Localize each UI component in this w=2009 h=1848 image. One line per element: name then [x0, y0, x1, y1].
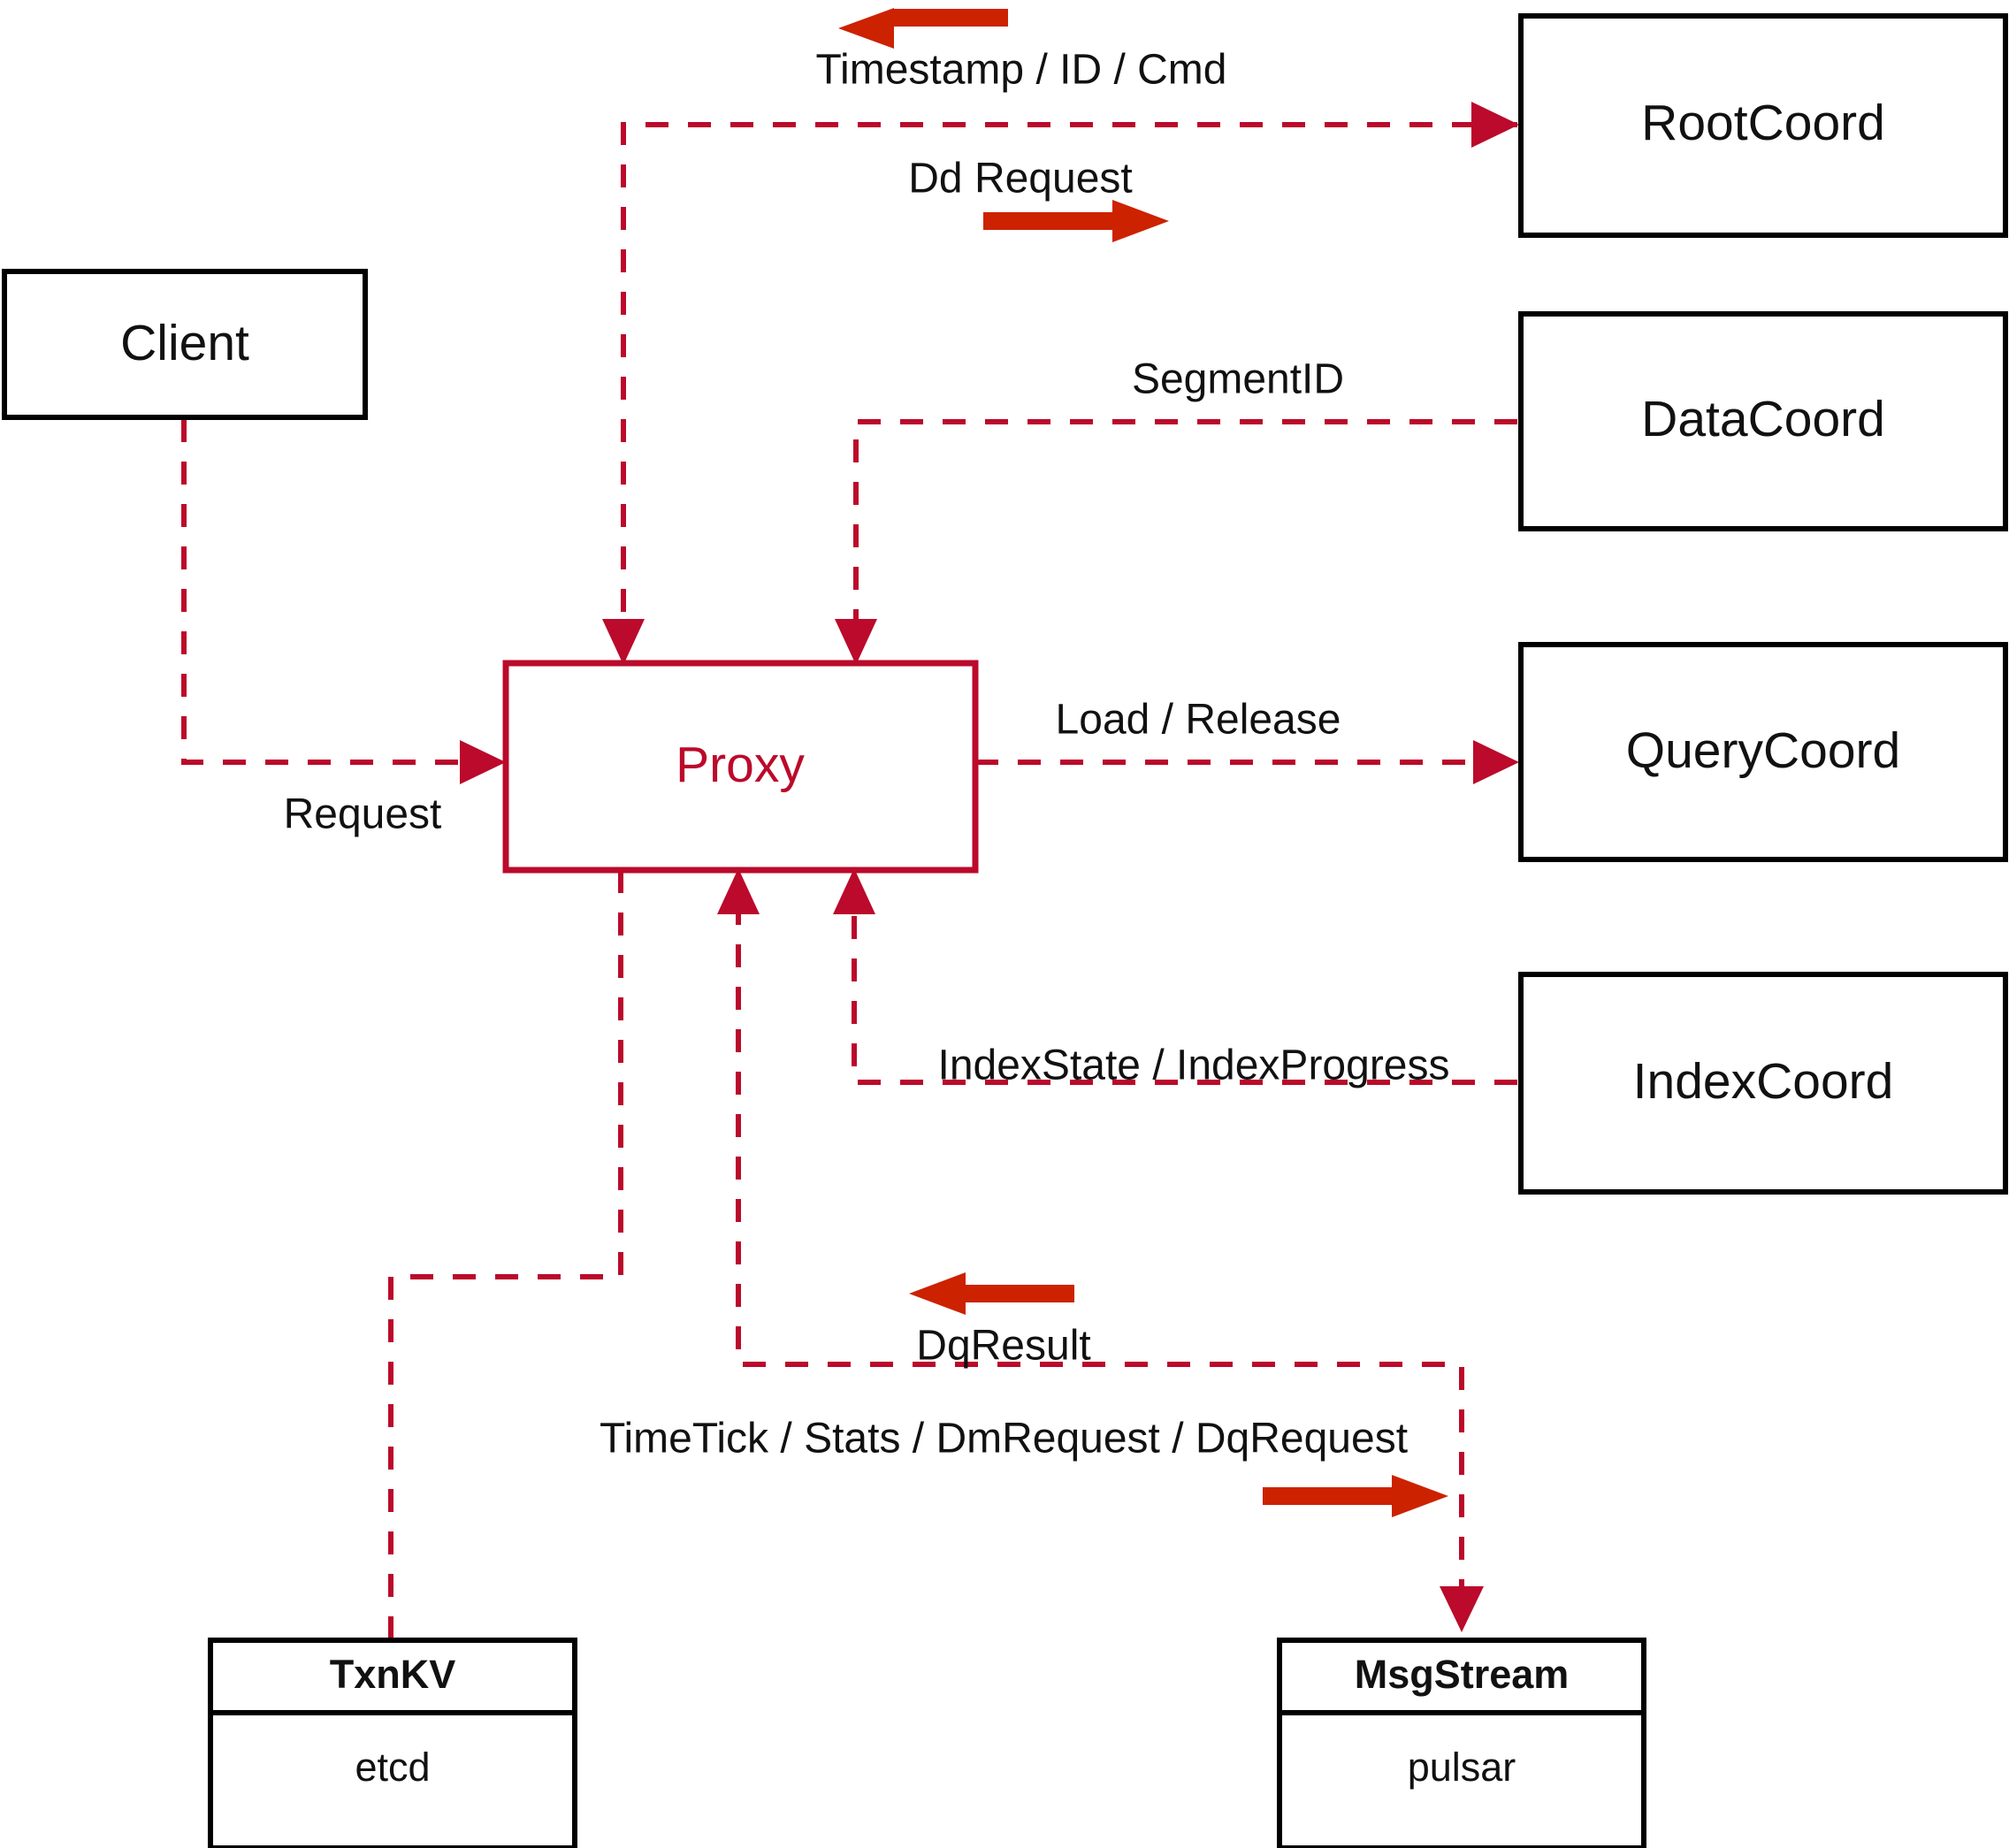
edge-load-release-arrowhead — [1473, 740, 1519, 784]
edge-label-dq-result: DqResult — [916, 1323, 1090, 1370]
edge-label-dd-request: Dd Request — [908, 156, 1132, 202]
edge-index-state-progress-arrowhead — [833, 868, 875, 914]
node-txnkv[interactable]: TxnKV etcd — [208, 1638, 577, 1848]
flow-arrow-dqresult-left — [909, 1272, 1074, 1315]
edge-label-request: Request — [284, 791, 442, 838]
node-query-coord-box[interactable] — [1518, 642, 2008, 862]
node-client[interactable]: Client — [2, 269, 368, 420]
node-msgstream-impl: pulsar — [1408, 1745, 1516, 1790]
node-root-coord-label: RootCoord — [1641, 95, 1885, 151]
edge-segment-id — [835, 419, 1517, 665]
edge-proxy-msgstream — [717, 868, 1484, 1632]
flow-arrow-timestamp-left — [838, 8, 1008, 49]
edge-dd-request-arrowhead — [1471, 102, 1519, 148]
node-query-coord[interactable]: QueryCoord — [1518, 642, 2008, 862]
node-txnkv-title: TxnKV — [330, 1652, 456, 1697]
edge-request-arrowhead — [460, 740, 506, 784]
edge-label-segment-id: SegmentID — [1132, 356, 1344, 403]
edge-label-load-release: Load / Release — [1056, 697, 1341, 744]
edge-label-timetick-stats: TimeTick / Stats / DmRequest / DqRequest — [600, 1416, 1408, 1462]
flow-arrow-timetick-right — [1263, 1475, 1448, 1517]
node-query-coord-label: QueryCoord — [1626, 722, 1900, 779]
node-msgstream-box[interactable] — [1277, 1638, 1646, 1848]
node-txnkv-box[interactable] — [208, 1638, 577, 1848]
edge-timestamp-id-cmd — [602, 122, 1517, 665]
node-root-coord-box[interactable] — [1518, 13, 2008, 238]
edge-proxy-msgstream-up-arrowhead — [717, 868, 760, 914]
node-index-coord-label: IndexCoord — [1633, 1053, 1894, 1110]
node-msgstream[interactable]: MsgStream pulsar — [1277, 1638, 1646, 1848]
flow-arrow-dd-request-right — [983, 200, 1169, 242]
node-proxy[interactable]: Proxy — [502, 660, 979, 874]
node-index-coord-box[interactable] — [1518, 972, 2008, 1195]
edge-proxy-msgstream-down-arrowhead — [1440, 1586, 1484, 1632]
node-client-box[interactable] — [2, 269, 368, 420]
edge-label-timestamp-id-cmd: Timestamp / ID / Cmd — [816, 47, 1227, 94]
node-data-coord-box[interactable] — [1518, 311, 2008, 531]
edge-index-state-progress — [833, 868, 1517, 1085]
edge-index-state-progress-path — [852, 902, 1517, 1085]
node-data-coord-label: DataCoord — [1641, 391, 1885, 447]
edge-segment-id-arrowhead — [835, 619, 877, 665]
node-data-coord[interactable]: DataCoord — [1518, 311, 2008, 531]
edge-request-path — [181, 419, 472, 765]
edge-load-release — [975, 740, 1519, 784]
node-proxy-label: Proxy — [676, 737, 805, 793]
node-txnkv-impl: etcd — [355, 1745, 430, 1790]
edge-segment-id-path — [853, 419, 1517, 632]
node-root-coord[interactable]: RootCoord — [1518, 13, 2008, 238]
edge-proxy-msgstream-path — [736, 902, 1464, 1592]
node-index-coord[interactable]: IndexCoord — [1518, 972, 2008, 1195]
edge-proxy-txnkv-path — [388, 870, 623, 1643]
node-client-label: Client — [120, 315, 249, 371]
node-proxy-box[interactable] — [502, 660, 979, 874]
edge-request — [181, 419, 506, 784]
edge-proxy-txnkv — [388, 870, 623, 1643]
edge-timestamp-id-cmd-arrowhead — [602, 619, 645, 665]
edge-dd-request — [1471, 102, 1519, 148]
edge-label-index-state-progress: IndexState / IndexProgress — [938, 1042, 1450, 1089]
node-msgstream-title: MsgStream — [1355, 1652, 1570, 1697]
edge-timestamp-id-cmd-path — [621, 122, 1517, 632]
